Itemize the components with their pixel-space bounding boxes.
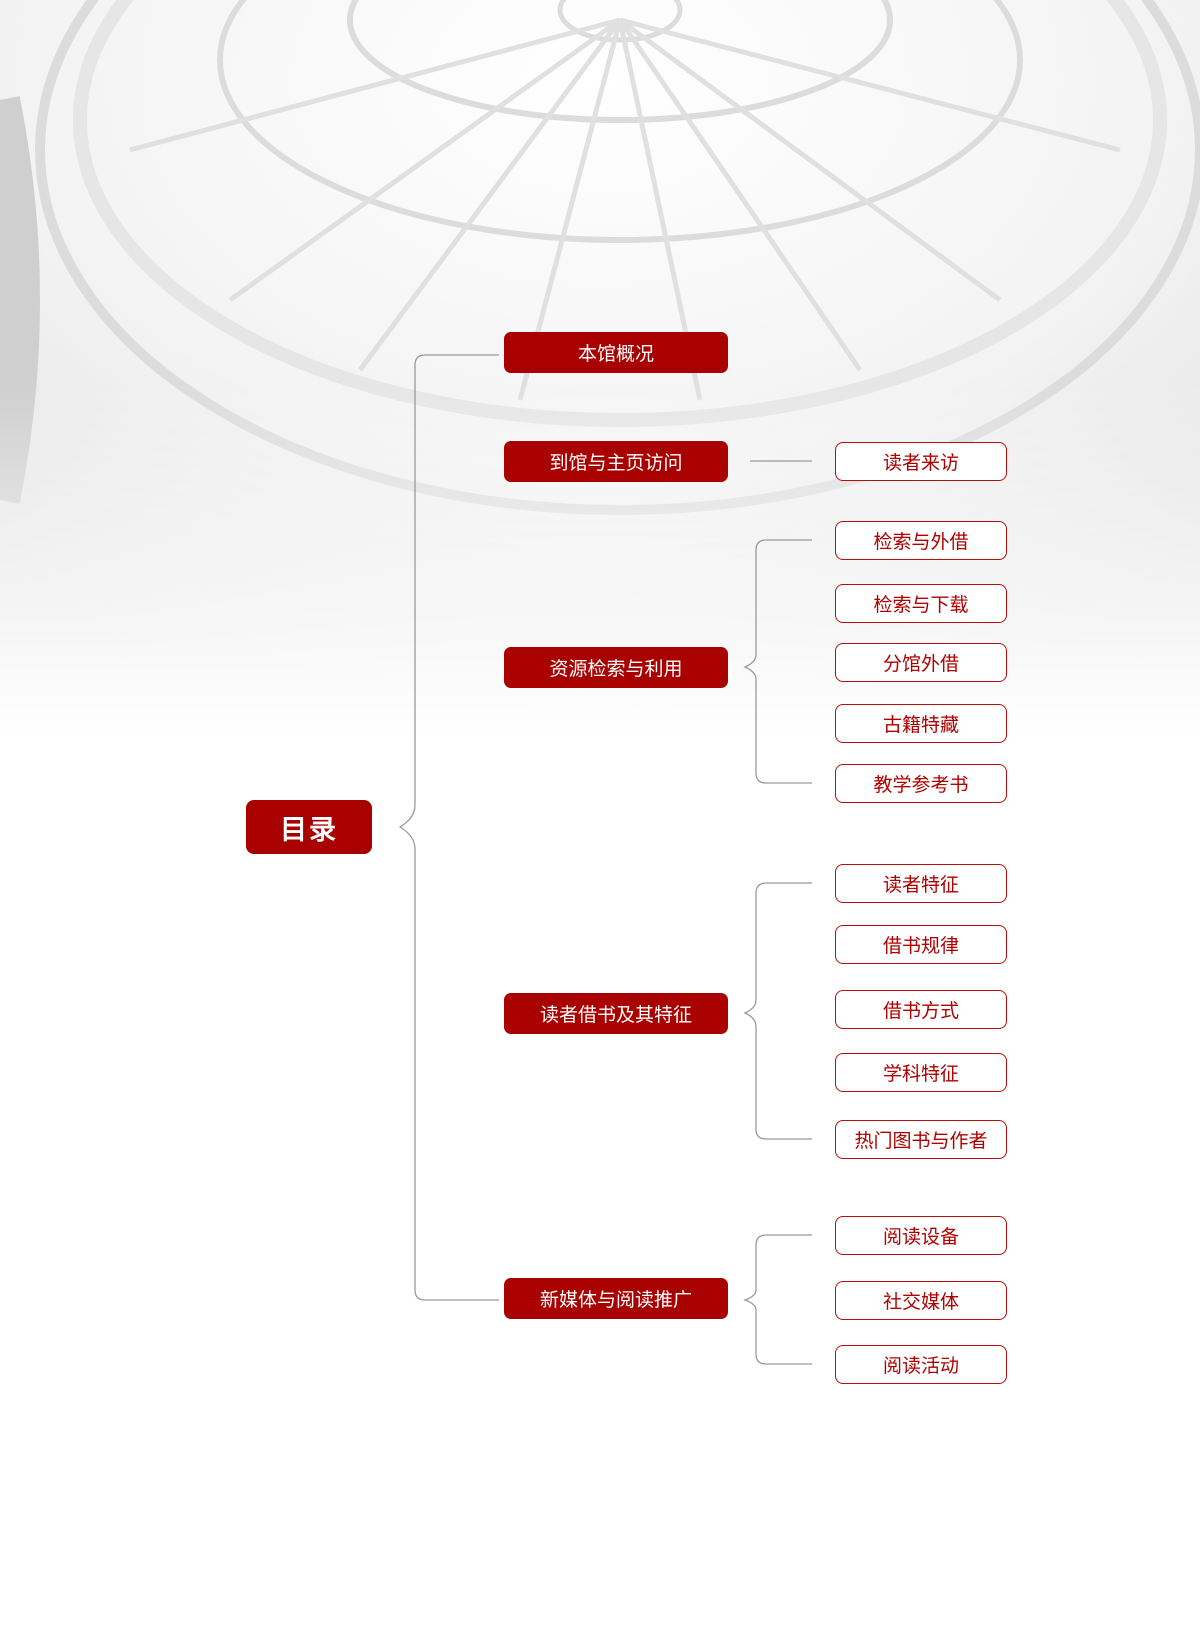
item-branch-borrow[interactable]: 分馆外借 — [835, 643, 1007, 682]
item-reading-devices[interactable]: 阅读设备 — [835, 1216, 1007, 1255]
media-bracket — [743, 1234, 812, 1365]
item-popular-books-authors[interactable]: 热门图书与作者 — [835, 1120, 1007, 1159]
item-borrow-patterns[interactable]: 借书规律 — [835, 925, 1007, 964]
item-reader-features[interactable]: 读者特征 — [835, 864, 1007, 903]
toc-root-title: 目录 — [246, 800, 372, 854]
item-reading-activities[interactable]: 阅读活动 — [835, 1345, 1007, 1384]
section-overview[interactable]: 本馆概况 — [504, 332, 728, 373]
section-new-media[interactable]: 新媒体与阅读推广 — [504, 1278, 728, 1319]
main-bracket — [398, 354, 499, 1301]
item-subject-features[interactable]: 学科特征 — [835, 1053, 1007, 1092]
section-visits[interactable]: 到馆与主页访问 — [504, 441, 728, 482]
section-resources[interactable]: 资源检索与利用 — [504, 647, 728, 688]
item-teaching-reference[interactable]: 教学参考书 — [835, 764, 1007, 803]
item-social-media[interactable]: 社交媒体 — [835, 1281, 1007, 1320]
section-reader-borrowing[interactable]: 读者借书及其特征 — [504, 993, 728, 1034]
item-ancient-books[interactable]: 古籍特藏 — [835, 704, 1007, 743]
item-reader-visits[interactable]: 读者来访 — [835, 442, 1007, 481]
resource-bracket — [743, 539, 812, 784]
item-borrow-methods[interactable]: 借书方式 — [835, 990, 1007, 1029]
item-search-borrow[interactable]: 检索与外借 — [835, 521, 1007, 560]
item-search-download[interactable]: 检索与下载 — [835, 584, 1007, 623]
reader-bracket — [743, 882, 812, 1140]
